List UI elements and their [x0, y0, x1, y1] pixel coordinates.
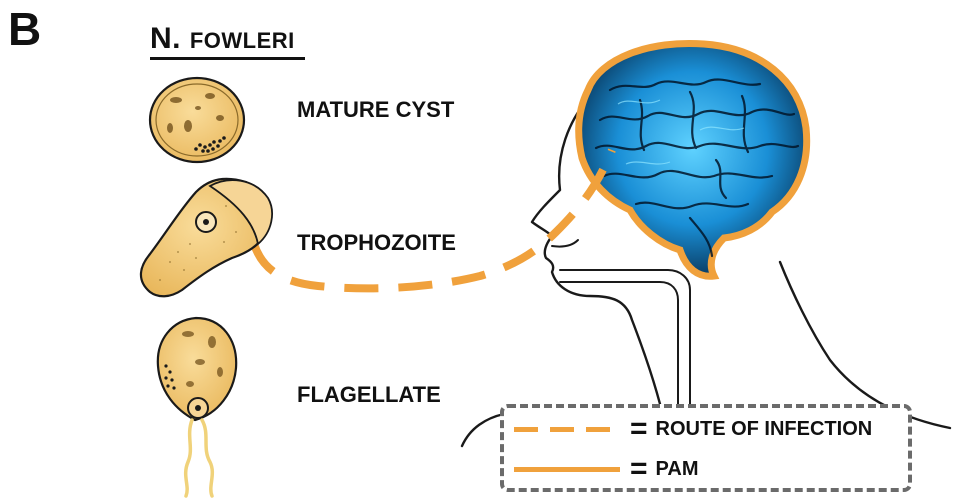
brain-icon [579, 43, 807, 276]
pam-swatch [514, 467, 620, 472]
route-legend-label: ROUTE OF INFECTION [656, 418, 873, 441]
legend-row-route: = ROUTE OF INFECTION [514, 412, 872, 446]
organism-name-rest: FOWLERI [190, 28, 295, 53]
legend-equals: = [630, 412, 648, 446]
route-swatch [514, 427, 620, 432]
organism-title: N. FOWLERI [150, 22, 295, 56]
organism-name-main: N. [150, 22, 181, 55]
flagellate-icon [158, 318, 236, 496]
stage-label-mature-cyst: MATURE CYST [297, 97, 454, 123]
trophozoite-icon [141, 179, 272, 296]
mature-cyst-icon [150, 78, 244, 162]
pam-legend-label: PAM [656, 458, 699, 481]
legend: = ROUTE OF INFECTION = PAM [500, 404, 912, 492]
title-underline [150, 57, 305, 60]
panel-letter: B [8, 2, 41, 56]
stage-label-flagellate: FLAGELLATE [297, 382, 441, 408]
legend-equals: = [630, 452, 648, 486]
legend-row-pam: = PAM [514, 452, 699, 486]
stage-label-trophozoite: TROPHOZOITE [297, 230, 456, 256]
